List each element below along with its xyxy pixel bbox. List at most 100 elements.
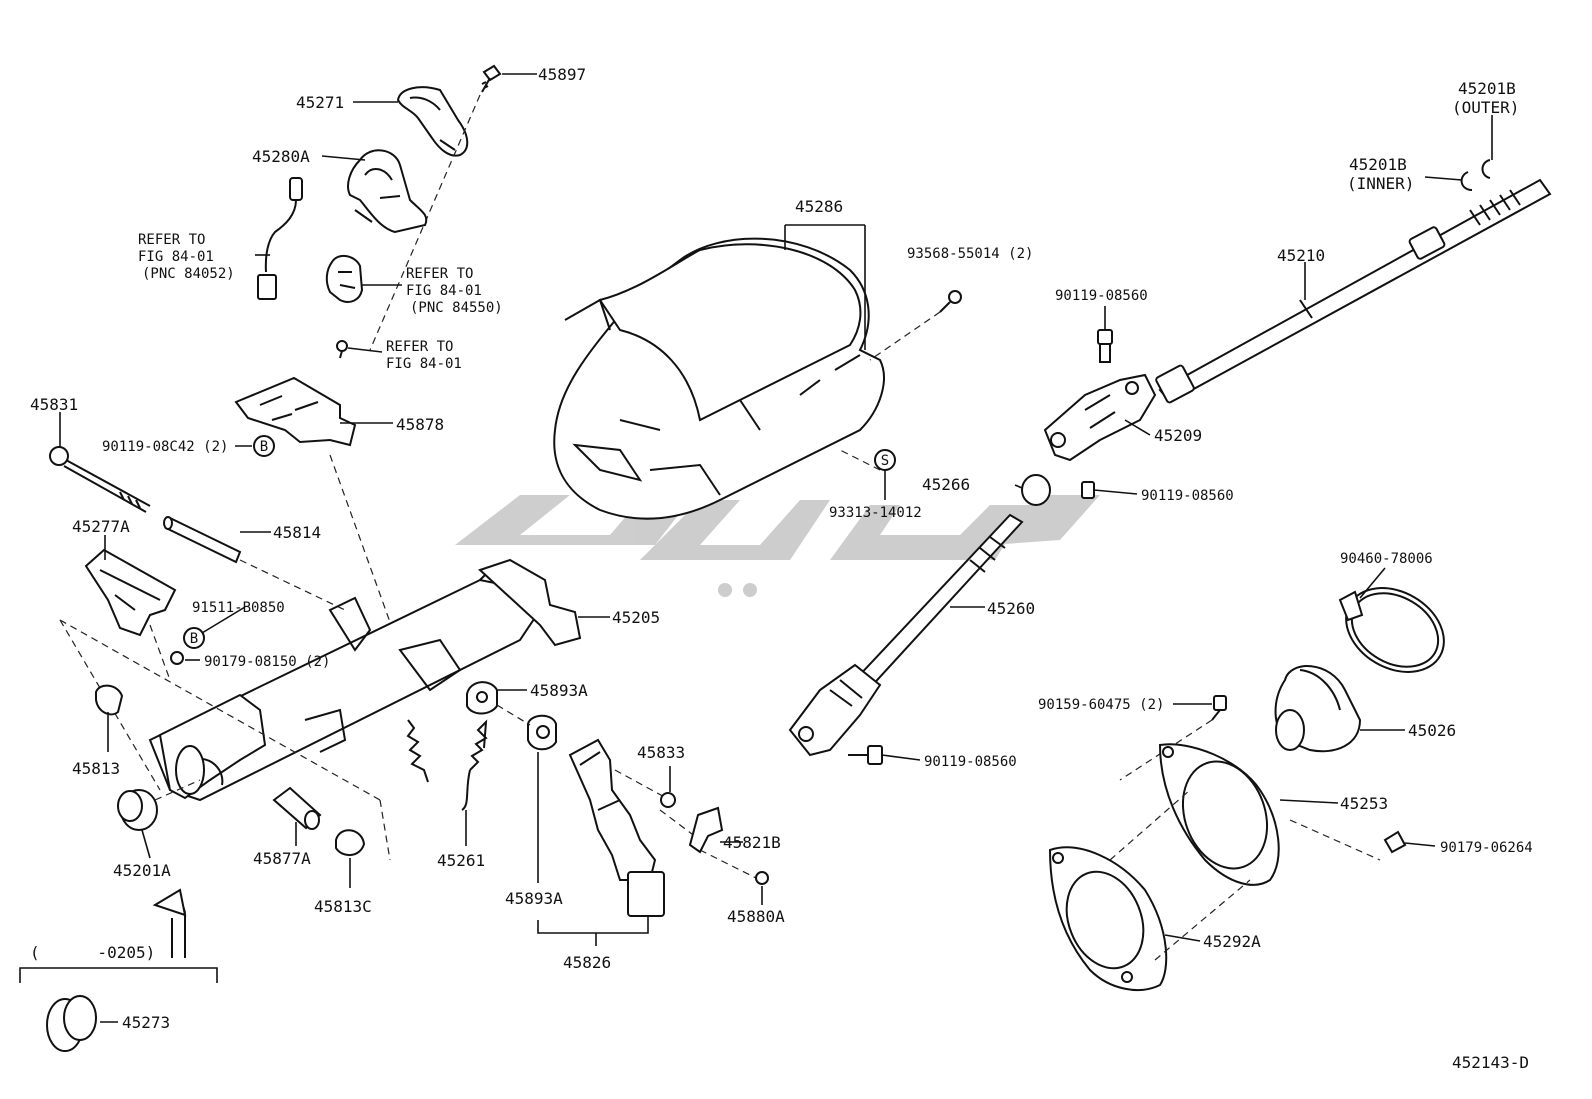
- part-45280A-housing: [347, 149, 428, 234]
- part-45880A-bolt: [755, 871, 769, 885]
- badge-s: S: [874, 449, 896, 471]
- part-90460-clamp: [1338, 587, 1445, 673]
- part-45261-springs: [406, 719, 488, 811]
- diagram-id: 452143-D: [1452, 1053, 1529, 1072]
- part-45813C-clip: [335, 829, 366, 856]
- part-45292A-plate: [1048, 846, 1168, 991]
- leader-dash: [614, 769, 671, 801]
- label-refer-2b: FIG 84-01: [406, 283, 482, 299]
- label-45026: 45026: [1408, 721, 1456, 740]
- label-0205: ( -0205): [30, 943, 155, 962]
- label-inner: (INNER): [1347, 174, 1414, 193]
- label-45897: 45897: [538, 65, 586, 84]
- label-45260: 45260: [987, 599, 1035, 618]
- part-90119-08560-bolt-a: [1097, 329, 1113, 363]
- part-45814-pin: [163, 516, 242, 564]
- leader-dash: [379, 799, 391, 861]
- label-45880A: 45880A: [727, 907, 785, 926]
- part-90179-06264-nut: [1383, 830, 1407, 854]
- leader-dash: [496, 704, 531, 726]
- label-outer: (OUTER): [1452, 98, 1519, 117]
- leader-dash: [239, 559, 346, 611]
- label-45813: 45813: [72, 759, 120, 778]
- part-90119-08560-bolt-b: [1081, 481, 1095, 499]
- arrow-up-icon: [152, 888, 187, 958]
- part-45271-bracket: [396, 86, 469, 157]
- label-90179-08150: 90179-08150 (2): [204, 654, 330, 670]
- part-45266-bushing: [1021, 474, 1051, 506]
- part-45209-joint: [1043, 373, 1157, 462]
- label-45273: 45273: [122, 1013, 170, 1032]
- leader-lines: [59, 73, 1493, 1023]
- leader-dash: [839, 449, 881, 471]
- label-45253: 45253: [1340, 794, 1388, 813]
- part-90119-08560-bolt-c: [848, 745, 883, 765]
- label-90119-08560-a: 90119-08560: [1055, 288, 1148, 304]
- part-screw-84-01: [336, 340, 348, 359]
- label-91511-B0850: 91511-B0850: [192, 600, 285, 616]
- svg-text:B: B: [260, 439, 268, 455]
- label-90159-60475: 90159-60475 (2): [1038, 697, 1164, 713]
- part-90159-60475-bolt: [1211, 695, 1227, 721]
- part-connector-84052: [257, 177, 303, 300]
- label-45210: 45210: [1277, 246, 1325, 265]
- leader-dash: [1109, 789, 1191, 861]
- part-45826-lever: [568, 738, 665, 917]
- label-refer-1a: REFER TO: [138, 232, 205, 248]
- label-refer-2a: REFER TO: [406, 266, 473, 282]
- label-45286: 45286: [795, 197, 843, 216]
- label-45821B: 45821B: [723, 833, 781, 852]
- part-45273-gear: [46, 995, 97, 1052]
- label-90119-08C42: 90119-08C42 (2): [102, 439, 228, 455]
- label-90179-06264: 90179-06264: [1440, 840, 1533, 856]
- label-45277A: 45277A: [72, 517, 130, 536]
- label-refer-1c: (PNC 84052): [142, 266, 235, 282]
- label-refer-3a: REFER TO: [386, 339, 453, 355]
- label-45292A: 45292A: [1203, 932, 1261, 951]
- part-93568-screw: [939, 290, 962, 313]
- label-90460-78006: 90460-78006: [1340, 551, 1433, 567]
- part-45277A-bracket: [84, 548, 177, 637]
- leader-dash: [699, 849, 761, 881]
- leader-dash: [1154, 879, 1251, 961]
- label-refer-2c: (PNC 84550): [410, 300, 503, 316]
- part-45026-boot: [1274, 665, 1362, 753]
- leader-dash: [869, 311, 941, 361]
- label-45813C: 45813C: [314, 897, 372, 916]
- part-45877A-sleeve: [272, 786, 322, 830]
- label-45266: 45266: [922, 475, 970, 494]
- part-45286-cover: [553, 237, 885, 520]
- part-45201A-bushing: [117, 789, 158, 831]
- label-45209: 45209: [1154, 426, 1202, 445]
- label-45205: 45205: [612, 608, 660, 627]
- label-93313-14012: 93313-14012: [829, 505, 922, 521]
- label-90119-08560-c: 90119-08560: [924, 754, 1017, 770]
- part-45897-screw: [481, 64, 502, 93]
- part-45210-shaft: [1155, 178, 1552, 404]
- label-45201B-outer: 45201B: [1458, 79, 1516, 98]
- part-switch-84550: [325, 254, 364, 303]
- label-45261: 45261: [437, 851, 485, 870]
- label-45893A-1: 45893A: [530, 681, 588, 700]
- badge-b-2: B: [183, 627, 205, 649]
- part-45260-shaft: [788, 513, 1024, 757]
- label-45814: 45814: [273, 523, 321, 542]
- svg-text:B: B: [190, 631, 198, 647]
- part-45893A-damper-1: [466, 681, 498, 715]
- label-90119-08560-b: 90119-08560: [1141, 488, 1234, 504]
- part-45201B-rings: [1460, 159, 1491, 191]
- svg-text:S: S: [881, 453, 889, 469]
- part-45833-nut: [660, 792, 676, 808]
- label-45826: 45826: [563, 953, 611, 972]
- label-45831: 45831: [30, 395, 78, 414]
- label-45833: 45833: [637, 743, 685, 762]
- leader-dash: [149, 624, 171, 681]
- label-45201B-inner: 45201B: [1349, 155, 1407, 174]
- leader-dash: [59, 619, 381, 801]
- label-45893A-2: 45893A: [505, 889, 563, 908]
- badge-b-1: B: [253, 435, 275, 457]
- part-90179-08150-nut: [170, 651, 184, 665]
- label-refer-3b: FIG 84-01: [386, 356, 462, 372]
- part-45813-clip: [95, 684, 124, 716]
